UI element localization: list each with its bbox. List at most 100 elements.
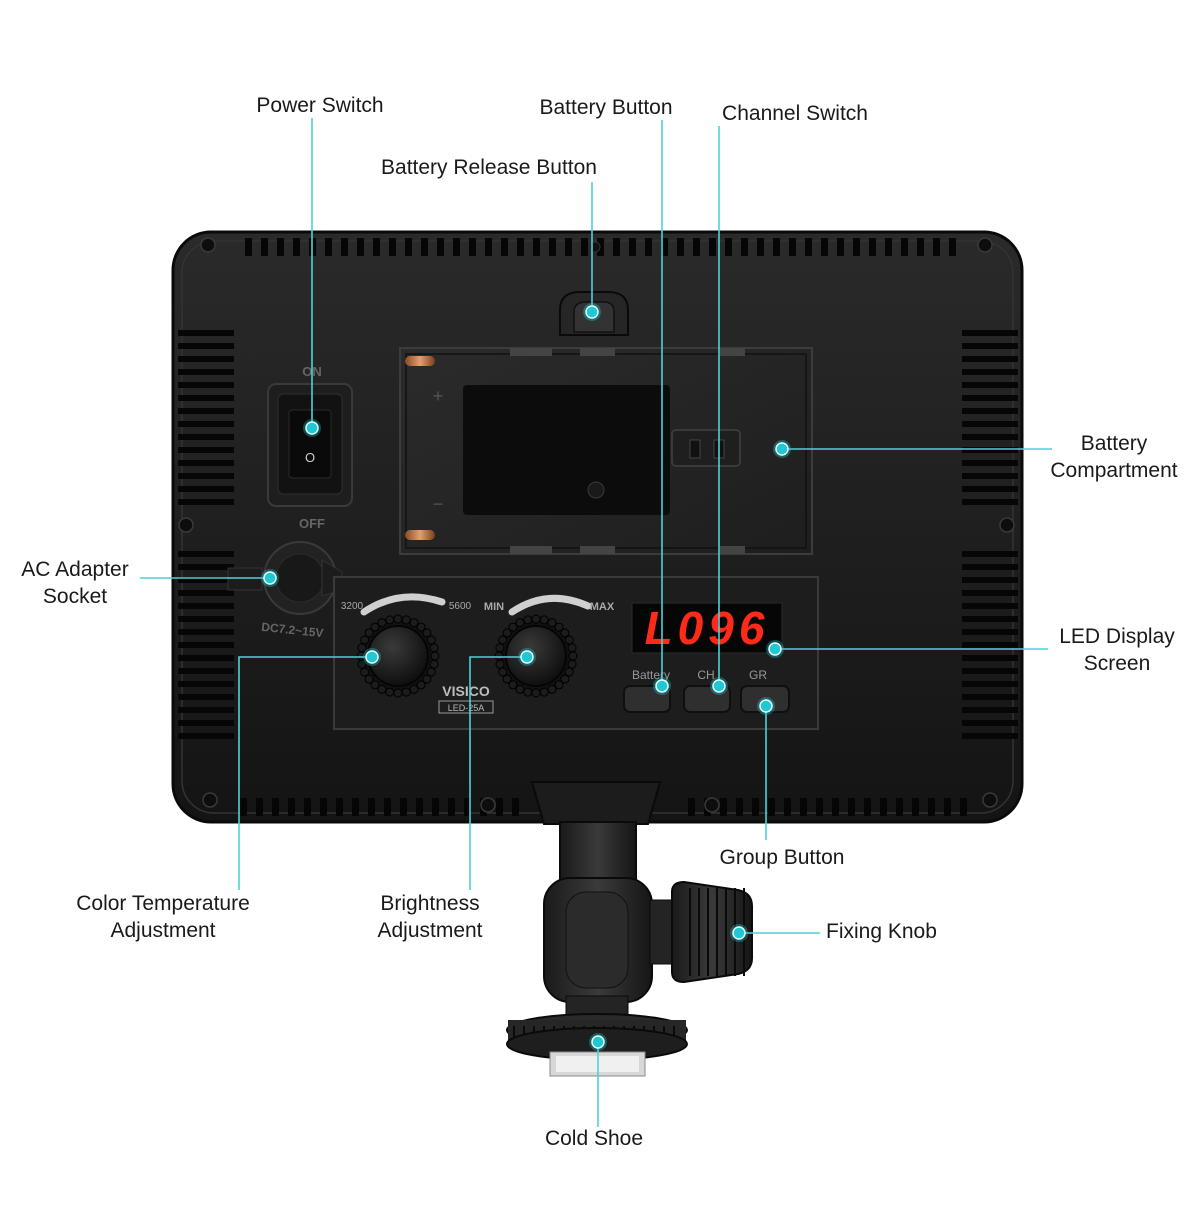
vent-slot — [962, 369, 1018, 375]
callout-dot — [520, 650, 534, 664]
vent-slot — [496, 798, 503, 816]
vent-slot — [178, 382, 234, 388]
vent-slot — [962, 395, 1018, 401]
vent-slot — [437, 238, 444, 256]
vent-slot — [178, 616, 234, 622]
vent-slot — [256, 798, 263, 816]
knob-grip — [547, 618, 557, 628]
vent-slot — [896, 798, 903, 816]
temp-max-label: 5600 — [449, 601, 472, 612]
vent-slot — [962, 564, 1018, 570]
vent-slot — [736, 798, 743, 816]
vent-slot — [178, 473, 234, 479]
vent-slot — [373, 238, 380, 256]
knob-grip — [360, 667, 370, 677]
vent-slot — [464, 798, 471, 816]
callout-dot — [585, 305, 599, 319]
vent-slot — [869, 238, 876, 256]
vent-slot — [178, 343, 234, 349]
vent-slot — [178, 655, 234, 661]
vent-slot — [962, 642, 1018, 648]
vent-slot — [962, 629, 1018, 635]
vent-slot — [832, 798, 839, 816]
knob-grip — [422, 628, 432, 638]
vent-slot — [885, 238, 892, 256]
vent-slot — [178, 356, 234, 362]
callout-leaders — [140, 118, 1052, 1127]
knob-grip — [416, 680, 426, 690]
callout-dot — [712, 679, 726, 693]
callout-fixing-knob: Fixing Knob — [826, 920, 937, 943]
color-temp-leader — [238, 656, 372, 890]
vent-slot — [853, 238, 860, 256]
vent-slot — [178, 629, 234, 635]
temp-min-label: 3200 — [341, 601, 364, 612]
vent-slot — [917, 238, 924, 256]
knob-grip — [564, 635, 574, 645]
callout-dot — [263, 571, 277, 585]
knob-grip — [360, 635, 370, 645]
bright-max-label: MAX — [590, 601, 615, 613]
vent-slot — [178, 590, 234, 596]
power-switch[interactable]: ON O OFF — [267, 364, 353, 531]
vent-slot — [800, 798, 807, 816]
knob-grip — [422, 674, 432, 684]
vent-slot — [178, 460, 234, 466]
knob-grip — [523, 687, 533, 697]
vent-slot — [178, 707, 234, 713]
control-panel: 3200 5600 MIN MAX VISICO LED-25A L096 Ba… — [333, 576, 819, 730]
vent-slot — [469, 238, 476, 256]
knob-grip — [498, 635, 508, 645]
ch-button-label: CH — [697, 668, 714, 682]
vent-slot — [178, 330, 234, 336]
vent-slot — [261, 238, 268, 256]
vent-slot — [688, 798, 695, 816]
vent-slot — [962, 551, 1018, 557]
knob-grip — [495, 659, 505, 669]
vent-slot — [962, 473, 1018, 479]
knob-grip — [502, 628, 512, 638]
vent-slot — [962, 694, 1018, 700]
knob-grip — [523, 615, 533, 625]
vent-slot — [962, 434, 1018, 440]
battery-button[interactable] — [623, 685, 671, 713]
vent-slot — [501, 238, 508, 256]
callout-dot — [759, 699, 773, 713]
vent-slot — [962, 577, 1018, 583]
vent-slot — [962, 382, 1018, 388]
vent-slot — [384, 798, 391, 816]
mount-assembly — [506, 781, 753, 1077]
callout-dot — [591, 1035, 605, 1049]
knob-grip — [385, 687, 395, 697]
vent-slot — [565, 238, 572, 256]
knob-grip — [494, 651, 504, 661]
brightness-knob[interactable] — [494, 614, 578, 698]
vent-slot — [848, 798, 855, 816]
vent-slot — [389, 238, 396, 256]
vent-slot — [725, 238, 732, 256]
vent-slot — [613, 238, 620, 256]
vent-slot — [325, 238, 332, 256]
knob-grip — [401, 687, 411, 697]
left-vents — [178, 330, 234, 739]
knob-grip — [426, 667, 436, 677]
vent-slot — [400, 798, 407, 816]
vent-slot — [805, 238, 812, 256]
vent-slot — [178, 551, 234, 557]
knob-grip — [531, 688, 541, 698]
vent-slot — [272, 798, 279, 816]
switch-off-label: OFF — [299, 516, 325, 531]
callout-battery-compartment: Battery Compartment — [1050, 432, 1178, 482]
color-temperature-knob[interactable] — [356, 614, 440, 698]
vent-slot — [693, 238, 700, 256]
vent-slot — [453, 238, 460, 256]
vent-slot — [752, 798, 759, 816]
knob-grip — [539, 615, 549, 625]
knob-grip — [560, 628, 570, 638]
callout-battery-release-button: Battery Release Button — [381, 156, 597, 179]
knob-grip — [370, 680, 380, 690]
vent-slot — [549, 238, 556, 256]
vent-slot — [320, 798, 327, 816]
right-vents — [962, 330, 1018, 739]
vent-slot — [962, 486, 1018, 492]
